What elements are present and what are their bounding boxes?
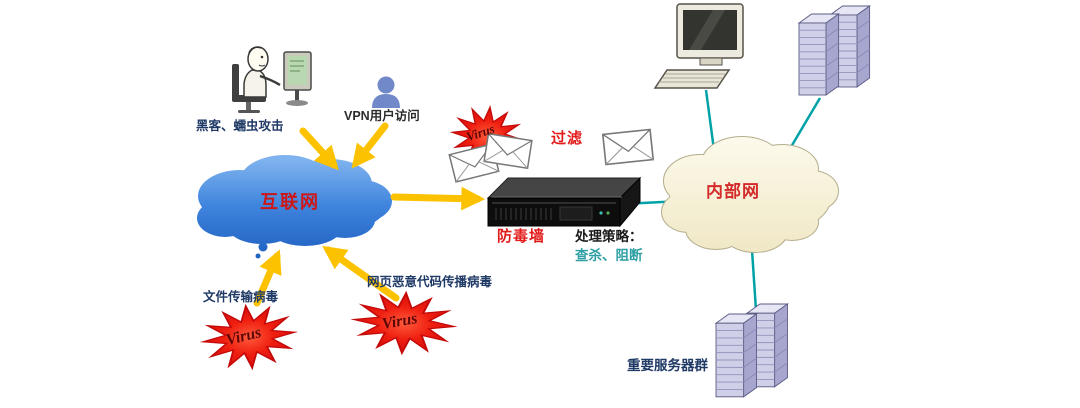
link-intranet-to-tower [786,97,822,153]
arrow-filevirus-to-internet [253,249,282,307]
arrow-hacker-to-internet [299,127,339,171]
policy-actions-label: 查杀、阻断 [575,248,643,263]
hacker-attack-label: 黑客、蠕虫攻击 [196,119,284,133]
server-tower-icon [798,5,871,96]
arrow-internet-to-firewall [390,186,486,211]
envelope-icon [483,132,533,170]
policy-title-label: 处理策略： [575,229,643,244]
vpn-access-label: VPN用户访问 [344,109,420,123]
internet-cloud [197,155,392,259]
server-group-icon [715,303,788,398]
desktop-computer-icon [653,3,744,89]
link-intranet-to-servers [750,249,758,311]
filter-label: 过滤 [551,130,584,147]
firewall-device-icon [486,176,642,228]
web-virus-label: 网页恶意代码传播病毒 [367,275,493,289]
vpn-user-icon [372,76,400,108]
arrow-vpn-to-internet [351,122,389,169]
intranet-cloud-label: 内部网 [706,182,760,201]
server-group-label: 重要服务器群 [627,358,708,373]
hacker-at-computer-icon [232,46,312,113]
link-intranet-to-desktop [704,89,716,151]
intranet-cloud [661,136,839,253]
arrow-webvirus-to-internet [322,245,400,302]
antivirus-wall-label: 防毒墙 [497,228,546,245]
internet-cloud-label: 互联网 [260,192,320,212]
envelope-icon [601,128,655,166]
file-virus-label: 文件传输病毒 [203,290,279,304]
attack-arrows [253,122,486,307]
